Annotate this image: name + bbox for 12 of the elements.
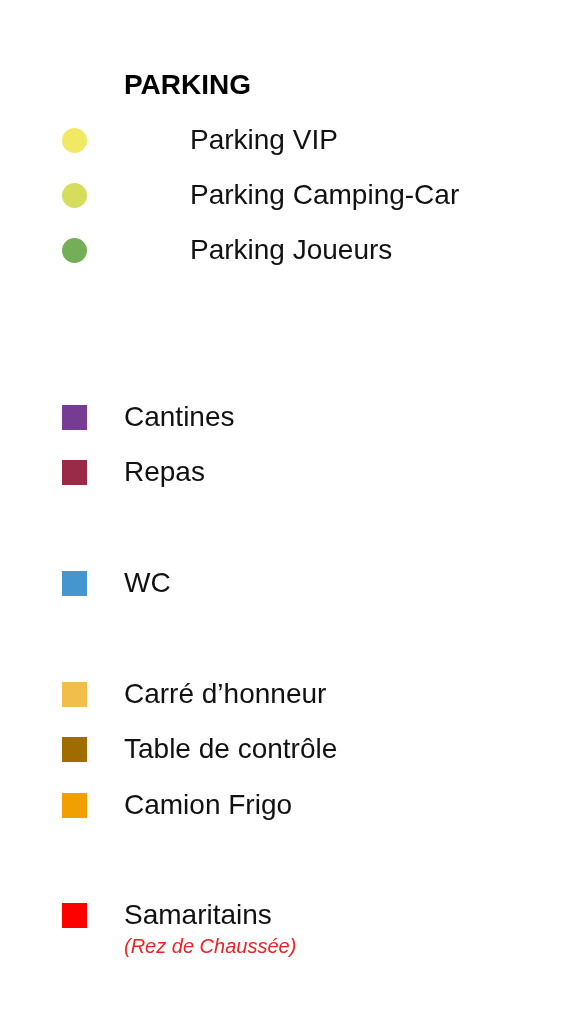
legend-label: WC <box>124 566 171 600</box>
section-heading: PARKING <box>124 68 252 102</box>
legend-label: Parking VIP <box>190 123 338 157</box>
legend-label: Samaritains <box>124 898 272 932</box>
legend-label: Carré d’honneur <box>124 677 327 711</box>
legend-label: Repas <box>124 455 205 489</box>
legend-label: Camion Frigo <box>124 788 293 822</box>
legend-label: Parking Camping-Car <box>190 178 460 212</box>
legend-label: Parking Joueurs <box>190 233 393 267</box>
legend-label: Table de contrôle <box>124 732 338 766</box>
legend-label: Cantines <box>124 400 235 434</box>
note-text: (Rez de Chaussée) <box>124 934 297 958</box>
